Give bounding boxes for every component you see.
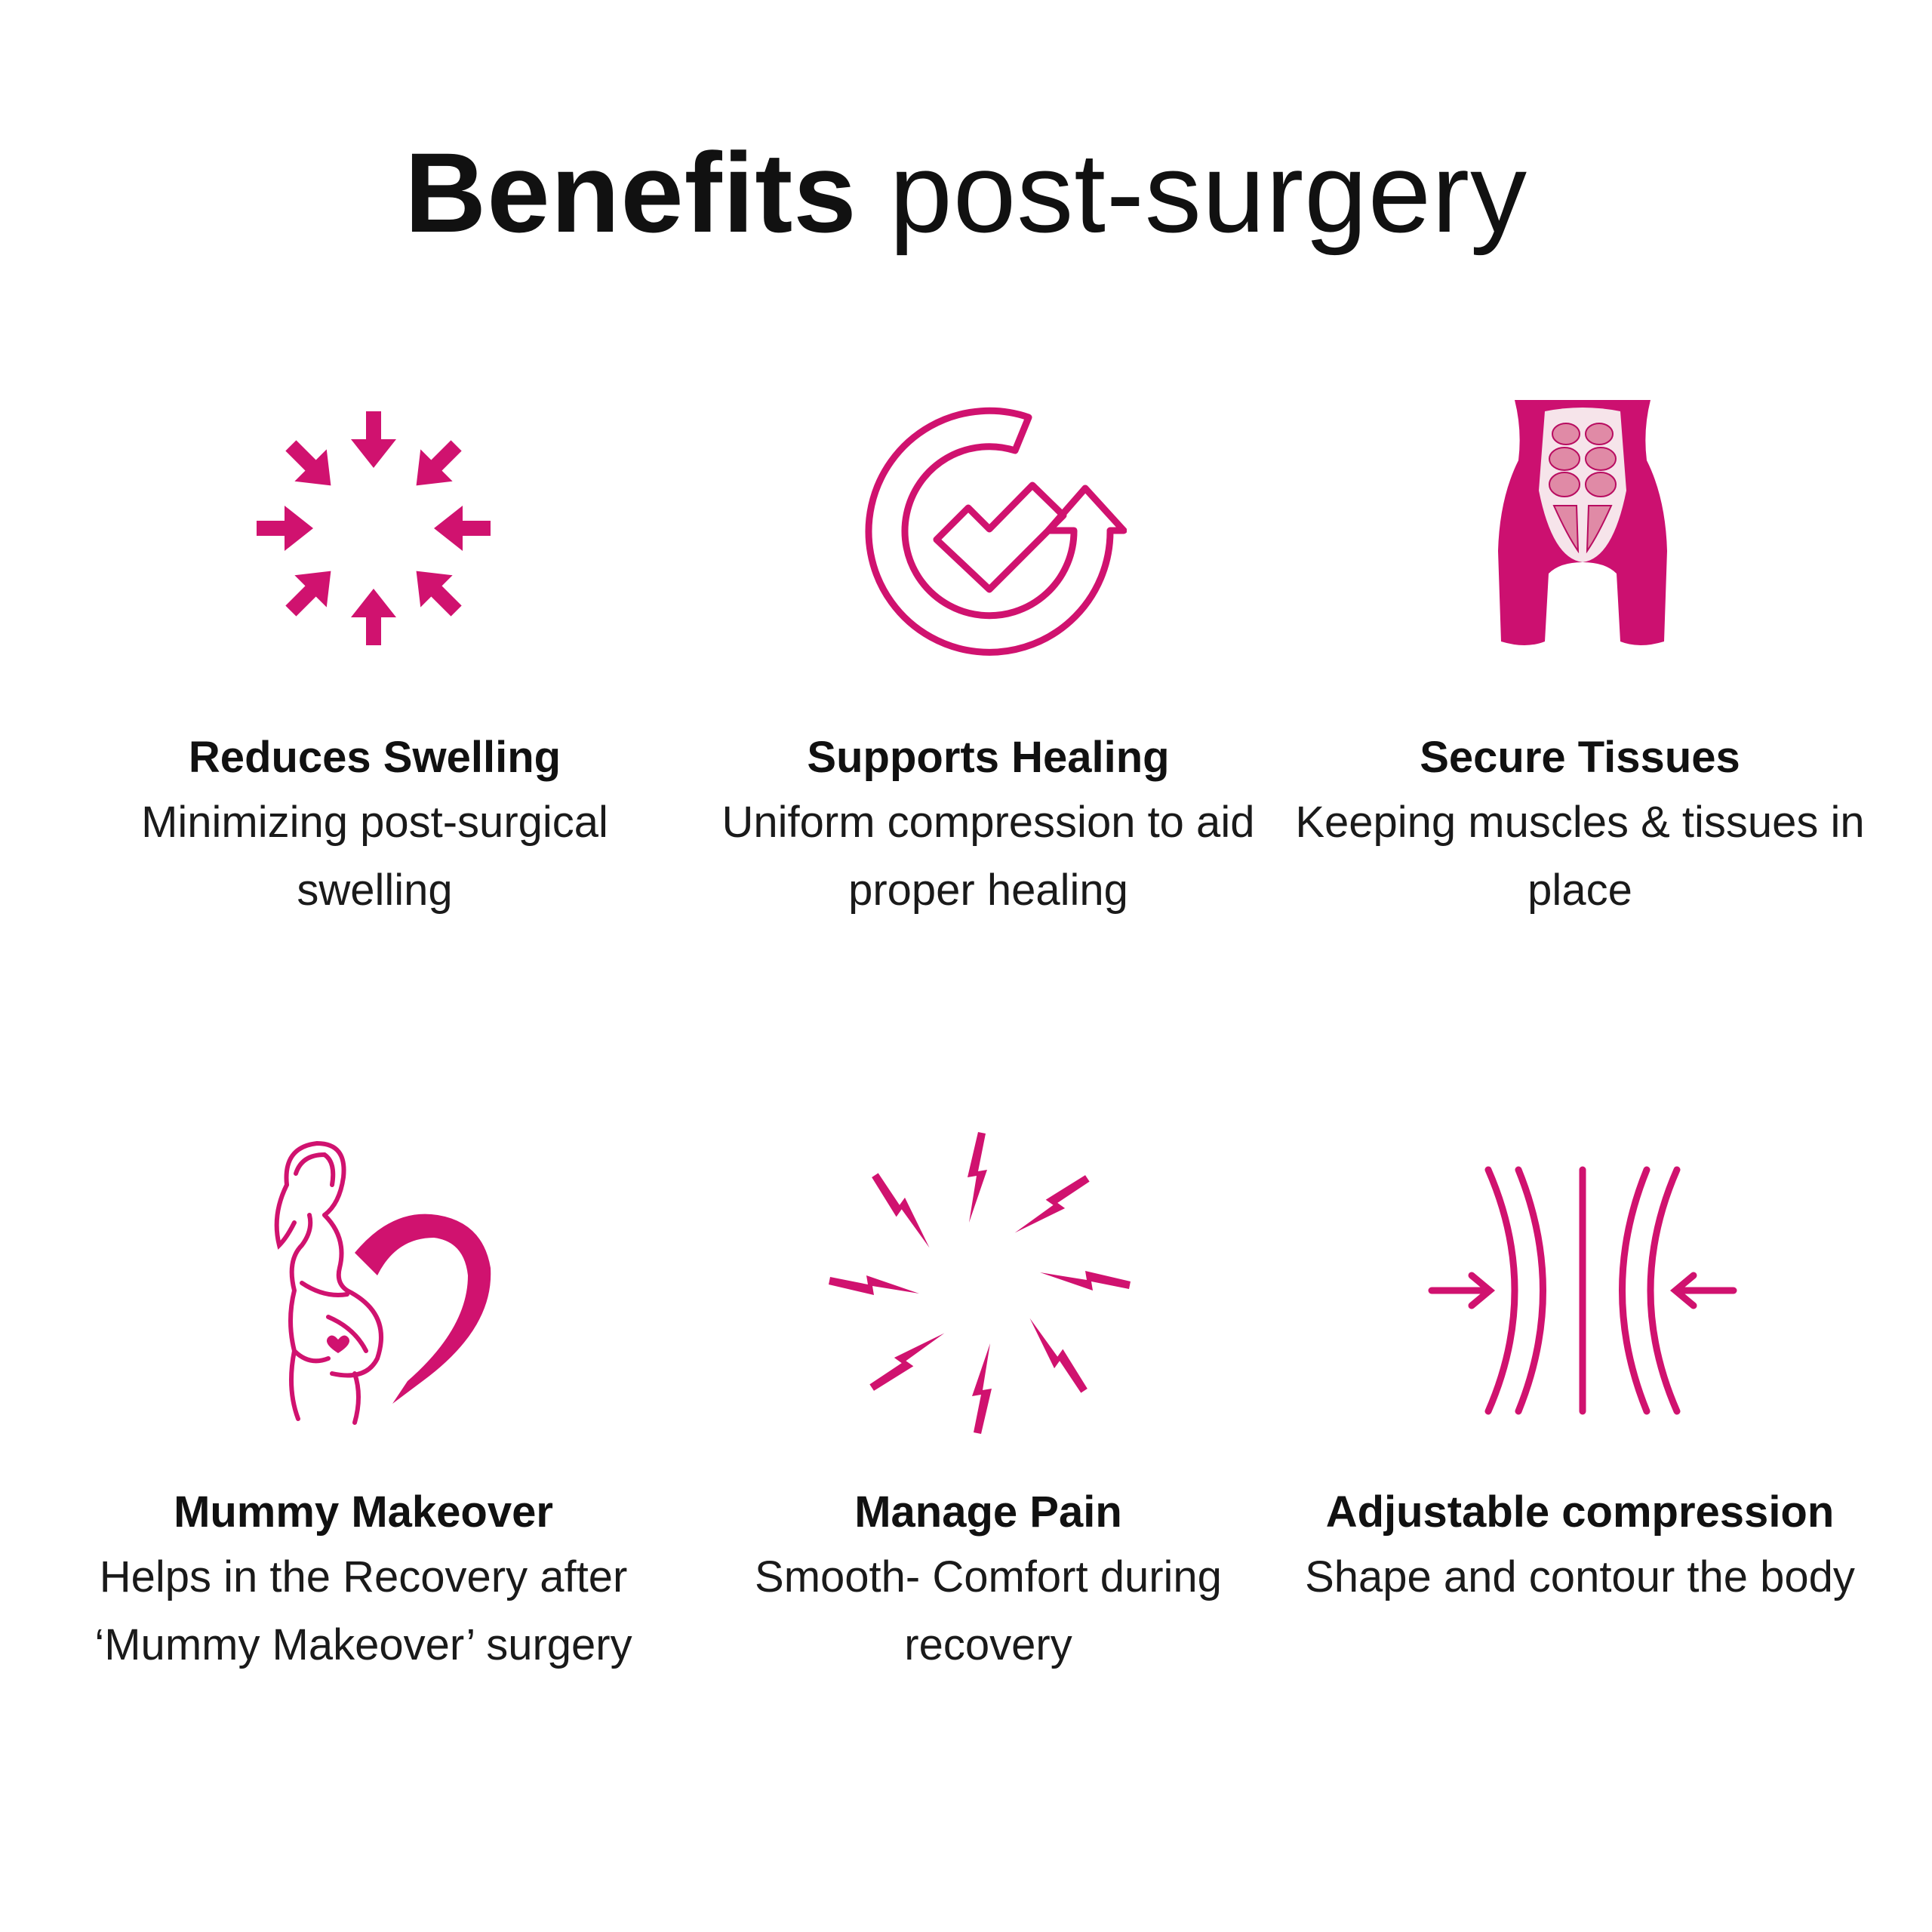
benefit-card-secure-tissues: Secure Tissues Keeping muscles & tissues…	[1258, 0, 1902, 1932]
title-light: post-surgery	[889, 129, 1528, 256]
compression-lines-icon	[1428, 1162, 1737, 1419]
benefit-heading: Adjustable compression	[1325, 1487, 1835, 1537]
title-bold: Benefits	[404, 129, 857, 256]
benefit-description: Keeping muscles & tissues in place	[1295, 798, 1865, 915]
page-title: Benefits post-surgery	[0, 136, 1932, 249]
benefit-heading: Supports Healing	[807, 733, 1170, 782]
benefit-heading: Manage Pain	[854, 1487, 1122, 1537]
circular-check-icon	[855, 396, 1127, 668]
benefit-heading: Secure Tissues	[1420, 733, 1740, 782]
benefit-card-mummy-makeover: Mummy Makeover Helps in the Recovery aft…	[42, 0, 685, 1932]
benefit-description: Shape and contour the body	[1305, 1552, 1855, 1601]
pregnant-woman-heart-icon	[242, 1132, 528, 1426]
compress-arrows-icon	[245, 400, 502, 657]
benefit-card-supports-healing: Supports Healing Uniform compression to …	[666, 0, 1310, 1932]
benefit-description: Helps in the Recovery after ‘Mummy Makeo…	[94, 1552, 632, 1669]
benefit-card-manage-pain: Manage Pain Smooth- Comfort during recov…	[666, 0, 1310, 1932]
pain-lightning-icon	[829, 1132, 1131, 1434]
benefit-card-adjustable-compression: Adjustable compression Shape and contour…	[1258, 0, 1902, 1932]
benefit-description: Minimizing post-surgical swelling	[141, 798, 608, 915]
benefit-description: Smooth- Comfort during recovery	[755, 1552, 1222, 1669]
benefit-heading: Mummy Makeover	[174, 1487, 553, 1537]
benefit-card-reduces-swelling: Reduces Swelling Minimizing post-surgica…	[53, 0, 697, 1932]
body-shapewear-icon	[1492, 400, 1673, 649]
benefit-heading: Reduces Swelling	[188, 733, 561, 782]
benefit-description: Uniform compression to aid proper healin…	[721, 798, 1255, 915]
